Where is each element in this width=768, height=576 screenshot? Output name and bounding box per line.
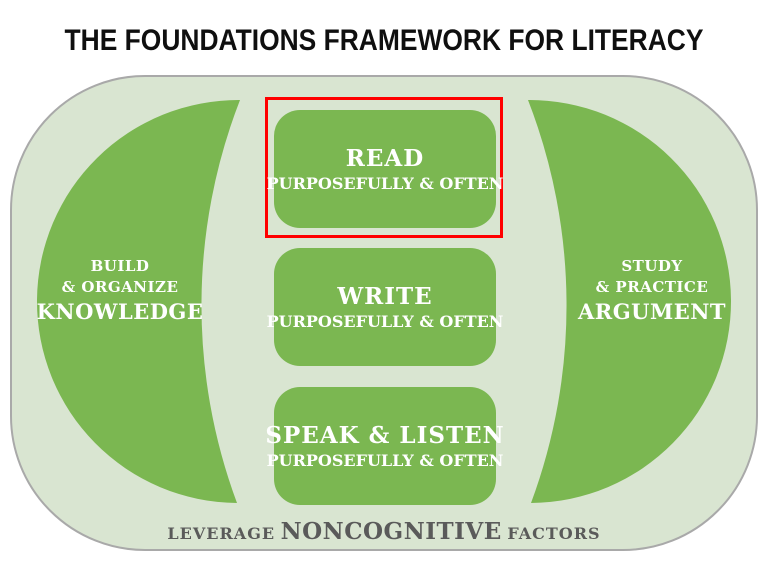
footer-suffix: FACTORS: [507, 524, 601, 543]
write-box-title: WRITE: [337, 282, 433, 310]
speak-listen-box-subtitle: PURPOSEFULLY & OFTEN: [266, 450, 504, 470]
left-crescent-line-1: BUILD: [90, 257, 150, 275]
footer-emphasis: NONCOGNITIVE: [280, 518, 502, 545]
left-crescent-label: BUILD & ORGANIZE KNOWLEDGE: [32, 256, 208, 326]
right-crescent-label: STUDY & PRACTICE ARGUMENT: [564, 256, 740, 326]
footer-prefix: LEVERAGE: [167, 524, 276, 543]
write-box-subtitle: PURPOSEFULLY & OFTEN: [266, 311, 504, 331]
footer-text: LEVERAGE NONCOGNITIVE FACTORS: [0, 518, 768, 545]
speak-listen-box-title: SPEAK & LISTEN: [265, 421, 505, 449]
read-box-title: READ: [345, 144, 425, 172]
highlight-rectangle: [265, 97, 503, 238]
write-box: WRITE PURPOSEFULLY & OFTEN: [267, 248, 503, 366]
diagram-title: THE FOUNDATIONS FRAMEWORK FOR LITERACY: [64, 24, 704, 57]
left-crescent-line-3: KNOWLEDGE: [36, 299, 204, 324]
speak-listen-box: SPEAK & LISTEN PURPOSEFULLY & OFTEN: [265, 387, 504, 505]
read-box-subtitle: PURPOSEFULLY & OFTEN: [266, 173, 504, 193]
right-crescent-line-1: STUDY: [621, 257, 683, 275]
right-crescent-line-3: ARGUMENT: [577, 299, 727, 324]
left-crescent-line-2: & ORGANIZE: [61, 278, 179, 296]
right-crescent-line-2: & PRACTICE: [595, 278, 709, 296]
read-box: READ PURPOSEFULLY & OFTEN: [267, 110, 503, 228]
